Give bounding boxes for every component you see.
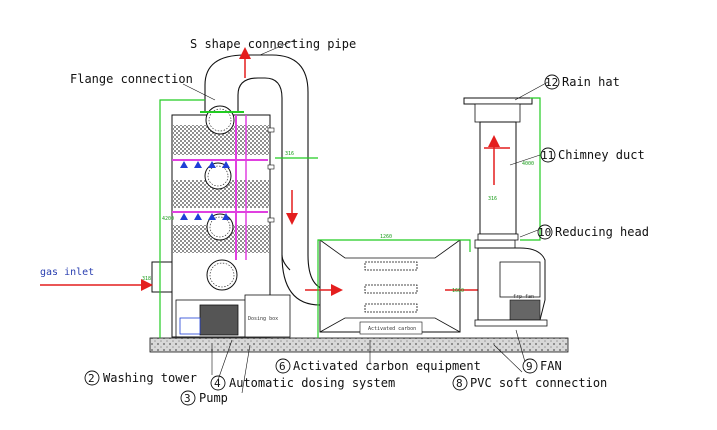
ground-slab xyxy=(149,337,569,353)
label-dosing-box: Dosing box xyxy=(248,316,278,322)
svg-text:9: 9 xyxy=(526,360,533,373)
svg-text:Rain hat: Rain hat xyxy=(562,75,620,89)
label-frp-fan: frp fan xyxy=(513,294,534,300)
svg-text:Pump: Pump xyxy=(199,391,228,405)
callout-4: 4 Automatic dosing system xyxy=(210,375,395,391)
svg-text:10: 10 xyxy=(538,226,551,239)
svg-text:2: 2 xyxy=(88,372,95,385)
label-activated-carbon-small: Activated carbon xyxy=(368,326,416,332)
chimney xyxy=(463,97,533,241)
svg-text:11: 11 xyxy=(541,149,554,162)
callout-11: 11 Chimney duct xyxy=(540,147,645,163)
svg-text:Automatic dosing system: Automatic dosing system xyxy=(229,376,395,390)
callout-3: 3 Pump xyxy=(180,390,228,406)
dim-chimney-height: 4000 xyxy=(522,161,534,167)
callout-6: 6 Activated carbon equipment xyxy=(275,358,481,374)
activated-carbon-equipment xyxy=(305,239,493,335)
fan-unit xyxy=(474,239,548,327)
svg-text:8: 8 xyxy=(456,377,463,390)
svg-text:FAN: FAN xyxy=(540,359,562,373)
dim-side: 1660 xyxy=(452,288,464,294)
svg-text:4: 4 xyxy=(214,377,221,390)
svg-text:PVC soft connection: PVC soft connection xyxy=(470,376,607,390)
callout-9: 9 FAN xyxy=(522,358,562,374)
svg-text:6: 6 xyxy=(279,360,286,373)
svg-text:Reducing head: Reducing head xyxy=(555,225,649,239)
label-flange: Flange connection xyxy=(70,72,193,86)
svg-text:12: 12 xyxy=(545,76,558,89)
dim-tower: 4200 xyxy=(162,216,174,222)
callout-8: 8 PVC soft connection xyxy=(452,375,607,391)
pump xyxy=(199,304,239,336)
s-connecting-pipe xyxy=(204,54,331,291)
dosing-box xyxy=(244,294,291,338)
dim-top: 1260 xyxy=(380,234,392,240)
label-gas-inlet: gas inlet xyxy=(40,267,94,278)
callout-12: 12 Rain hat xyxy=(544,74,620,90)
dim-pipe: 316 xyxy=(285,151,294,157)
svg-text:3: 3 xyxy=(184,392,191,405)
callout-10: 10 Reducing head xyxy=(537,224,649,240)
svg-text:Chimney duct: Chimney duct xyxy=(558,148,645,162)
dim-chimney: 316 xyxy=(488,196,497,202)
svg-text:Washing tower: Washing tower xyxy=(103,371,197,385)
green-outline xyxy=(159,97,541,338)
dim-inlet: 318 xyxy=(142,276,151,282)
label-s-pipe: S shape connecting pipe xyxy=(190,37,356,51)
callout-2: 2 Washing tower xyxy=(84,370,197,386)
svg-text:Activated carbon equipment: Activated carbon equipment xyxy=(293,359,481,373)
